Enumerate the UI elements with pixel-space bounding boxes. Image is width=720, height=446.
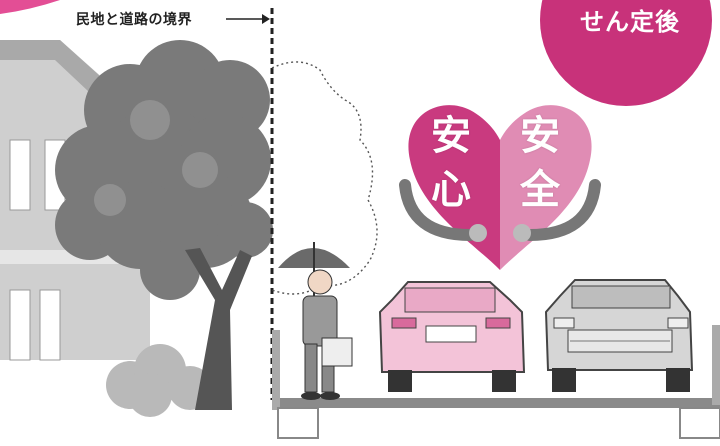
corner-swoosh [0,0,60,14]
safety-heart [399,105,601,270]
gray-suv [544,279,694,392]
badge-text: せん定後 [580,8,680,36]
heart-left-char-1: 安 [431,113,471,159]
former-canopy-outline [271,61,378,295]
arrow-icon [262,14,270,24]
pink-car [378,281,526,392]
road [272,325,720,439]
heart-right-char-2: 全 [520,167,560,213]
tree-trunk [185,248,252,410]
after-pruning-badge [540,0,712,106]
heart-left-char-2: 心 [431,167,471,213]
heart-right-char-1: 安 [520,113,560,159]
boundary-label: 民地と道路の境界 [76,12,192,28]
pedestrian [278,242,353,400]
